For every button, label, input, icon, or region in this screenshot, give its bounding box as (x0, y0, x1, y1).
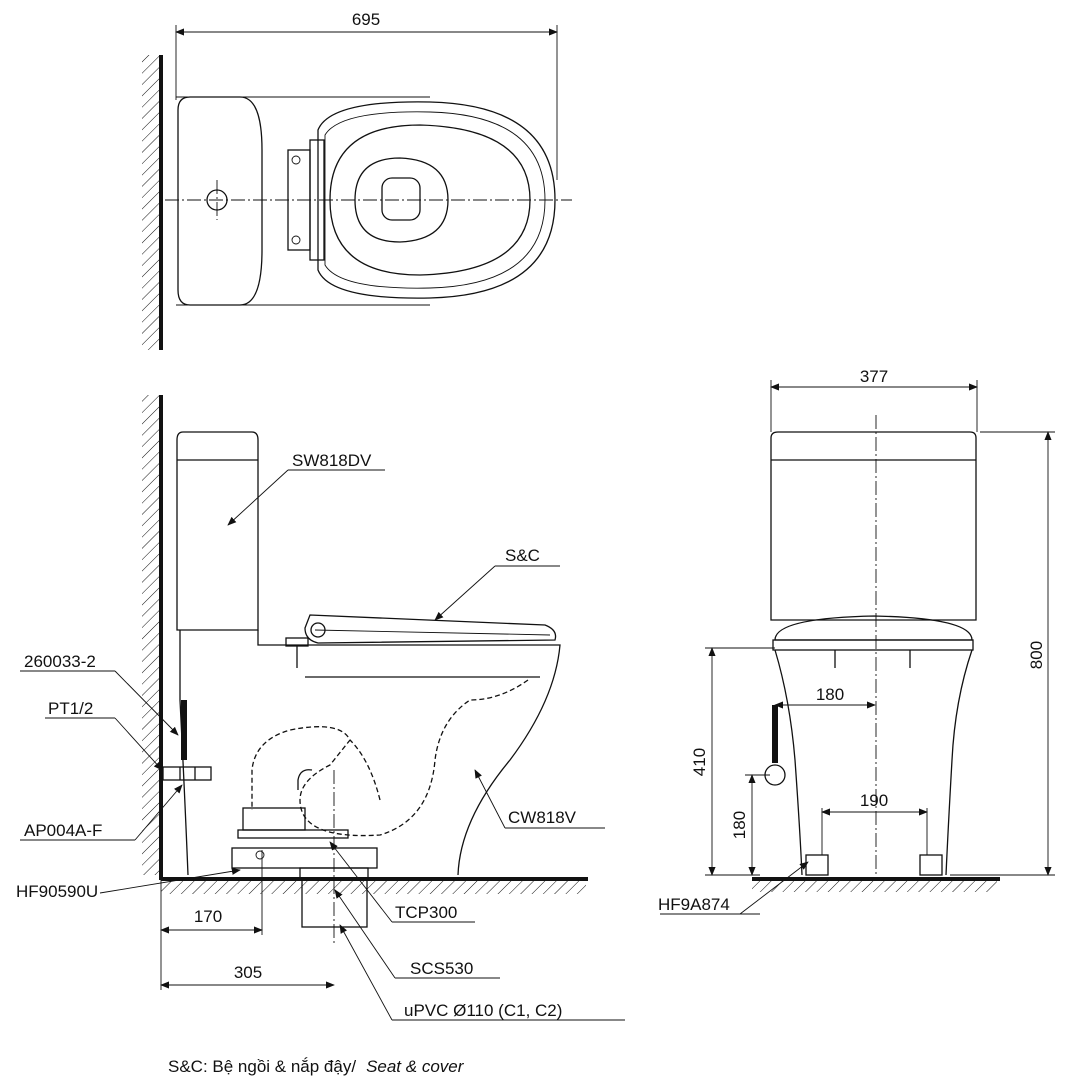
label-valve: AP004A-F (24, 821, 102, 840)
seat-and-cover (304, 614, 557, 644)
front-bowl-right (945, 649, 973, 876)
dim-305: 305 (234, 963, 262, 982)
label-seat: S&C (505, 546, 540, 565)
label-pipe: uPVC Ø110 (C1, C2) (404, 1001, 562, 1020)
tank (176, 431, 259, 631)
dim-695: 695 (352, 10, 380, 29)
label-bowl: CW818V (508, 808, 577, 827)
drain-pipe (301, 878, 368, 928)
caption: S&C: Bệ ngồi & nắp đậy/Seat & cover (168, 1057, 465, 1076)
wall-hatch (142, 395, 160, 875)
label-flange: HF90590U (16, 882, 98, 901)
angle-valve (162, 766, 212, 781)
dim-170: 170 (194, 907, 222, 926)
side-view: SW818DV S&C CW818V 260033-2 PT1/2 AP004A… (16, 395, 625, 1021)
supply-hose (181, 700, 187, 760)
label-hose: 260033-2 (24, 652, 96, 671)
dim-410: 410 (690, 748, 709, 776)
front-view: 377 800 410 180 180 190 HF9A874 (658, 367, 1055, 915)
tank-outline (177, 96, 263, 306)
wall-hatch (142, 55, 160, 350)
outlet-adapter (242, 807, 306, 831)
caption-english: Seat & cover (366, 1057, 465, 1076)
dim-377: 377 (860, 367, 888, 386)
label-thread: PT1/2 (48, 699, 93, 718)
front-seat (774, 615, 973, 641)
trapway (251, 679, 529, 837)
front-tank (770, 431, 977, 621)
dim-180-vertical: 180 (730, 811, 749, 839)
bowl-outline (317, 101, 556, 299)
dim-800: 800 (1027, 641, 1046, 669)
label-scs: SCS530 (410, 959, 473, 978)
caption-prefix: S&C: Bệ ngồi & nắp đậy/ (168, 1057, 356, 1076)
label-fix: HF9A874 (658, 895, 730, 914)
label-tank: SW818DV (292, 451, 372, 470)
front-bowl-left (774, 649, 803, 876)
label-tcp: TCP300 (395, 903, 457, 922)
floor-hatch (161, 880, 586, 894)
dim-180-horizontal: 180 (816, 685, 844, 704)
dim-190: 190 (860, 791, 888, 810)
top-view: 695 (142, 10, 572, 350)
bowl-body (257, 630, 561, 876)
